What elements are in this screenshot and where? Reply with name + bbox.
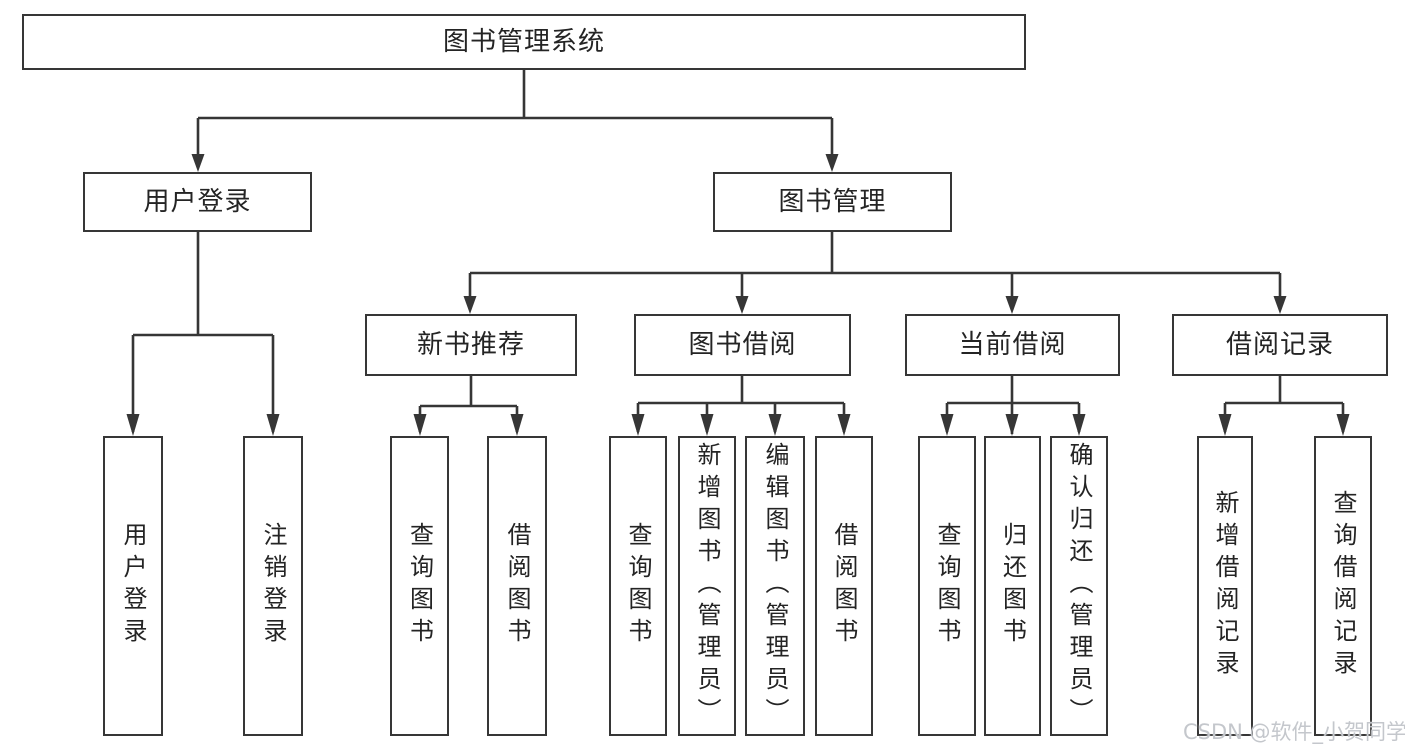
arrowhead: [1005, 414, 1019, 436]
leaf-borrow-books: 借阅图书: [487, 436, 547, 736]
arrowhead: [1218, 414, 1232, 436]
node-borrow-records: 借阅记录: [1172, 314, 1388, 376]
connector: [418, 376, 519, 432]
connector: [131, 232, 275, 432]
arrowhead: [1273, 296, 1287, 314]
arrowhead: [631, 414, 645, 436]
connector: [468, 232, 1282, 310]
arrowhead: [700, 414, 714, 436]
leaf-query-books: 查询图书: [609, 436, 667, 736]
node-new-book-recommend: 新书推荐: [365, 314, 577, 376]
csdn-watermark: CSDN @软件_小贺同学: [1183, 720, 1405, 744]
leaf-return-books: 归还图书: [984, 436, 1041, 736]
arrowhead: [413, 414, 427, 436]
arrowhead: [1005, 296, 1019, 314]
leaf-query-borrow-record: 查询借阅记录: [1314, 436, 1372, 736]
node-current-borrow: 当前借阅: [905, 314, 1120, 376]
connector: [196, 70, 834, 168]
node-library-management-system: 图书管理系统: [22, 14, 1026, 70]
leaf-user-login: 用户登录: [103, 436, 163, 736]
leaf-query-books: 查询图书: [918, 436, 976, 736]
arrowhead: [191, 154, 205, 172]
arrowhead: [768, 414, 782, 436]
leaf-confirm-return-admin: 确认归还（管理员）: [1050, 436, 1108, 736]
arrowhead: [735, 296, 749, 314]
leaf-add-books-admin: 新增图书（管理员）: [678, 436, 736, 736]
arrowhead: [510, 414, 524, 436]
connector: [1223, 376, 1345, 432]
node-book-borrow: 图书借阅: [634, 314, 851, 376]
leaf-query-books: 查询图书: [390, 436, 449, 736]
leaf-logout: 注销登录: [243, 436, 303, 736]
arrowhead: [126, 414, 140, 436]
leaf-add-borrow-record: 新增借阅记录: [1197, 436, 1253, 736]
leaf-borrow-books: 借阅图书: [815, 436, 873, 736]
arrowhead: [266, 414, 280, 436]
arrowhead: [825, 154, 839, 172]
arrowhead: [1336, 414, 1350, 436]
arrowhead: [1072, 414, 1086, 436]
leaf-edit-books-admin: 编辑图书（管理员）: [745, 436, 805, 736]
node-user-login-group: 用户登录: [83, 172, 312, 232]
arrowhead: [940, 414, 954, 436]
connector: [636, 376, 846, 432]
arrowhead: [463, 296, 477, 314]
connector: [945, 376, 1081, 434]
arrowhead: [837, 414, 851, 436]
node-book-management: 图书管理: [713, 172, 952, 232]
